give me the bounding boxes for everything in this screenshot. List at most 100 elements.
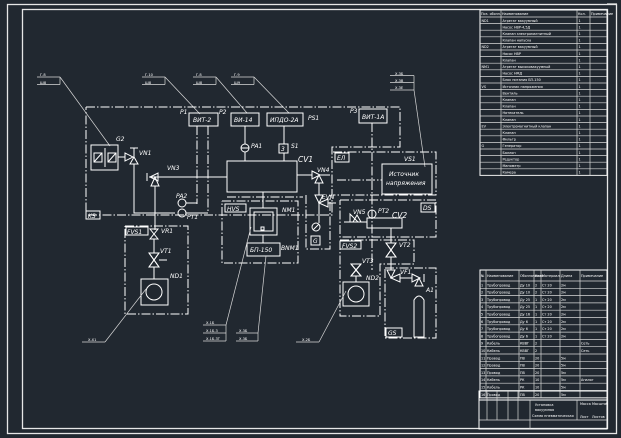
table-cell: 5м xyxy=(561,393,566,397)
table-cell: 1 xyxy=(579,45,581,49)
svg-text:P2: P2 xyxy=(219,109,227,116)
table-cell: 1 xyxy=(579,131,581,135)
table-cell: 1 xyxy=(579,151,581,155)
table-cell: 10 xyxy=(535,386,539,390)
table-cell: 15 xyxy=(481,386,485,390)
table-cell: Камера xyxy=(503,171,516,175)
table-cell: Ст 20 xyxy=(542,298,552,302)
svg-text:Масштаб: Масштаб xyxy=(592,402,608,406)
svg-text:Ш8: Ш8 xyxy=(40,81,47,85)
svg-text:Х.Х1: Х.Х1 xyxy=(88,338,96,342)
table-cell: 2 xyxy=(535,349,537,353)
table-cell: Кабель xyxy=(487,386,500,390)
table-cell: 16 xyxy=(481,393,485,397)
table-cell: Ду 25 xyxy=(520,305,530,309)
svg-text:Установка: Установка xyxy=(535,403,553,407)
table-cell: Ду 10 xyxy=(520,291,530,295)
table-cell: Фильтр xyxy=(503,138,516,142)
table-cell: КВВГ xyxy=(520,349,529,353)
svg-text:DS: DS xyxy=(423,205,432,212)
table-cell: 5м xyxy=(561,356,566,360)
table-cell: 1 xyxy=(579,32,581,36)
svg-text:G2: G2 xyxy=(116,136,125,143)
table-cell: Трубопровод xyxy=(486,291,511,295)
svg-text:Схема пневматическая: Схема пневматическая xyxy=(532,414,574,418)
svg-text:Г.8: Г.8 xyxy=(40,73,46,77)
table-header-cell: Наименование xyxy=(487,274,513,278)
table-cell: 1 xyxy=(535,305,537,309)
table-cell: 5м xyxy=(561,364,566,368)
gauge-pa1: PA1 xyxy=(240,143,262,161)
svg-text:Г.8: Г.8 xyxy=(196,73,202,77)
table-cell: 1 xyxy=(579,19,581,23)
table-cell: 1 xyxy=(579,58,581,62)
instrument-vit2: ВИТ-2 P1 P2 xyxy=(180,109,227,213)
table-cell: 2 xyxy=(535,342,537,346)
table-header-cell: Примечание xyxy=(591,12,613,16)
svg-text:ВИТ-2: ВИТ-2 xyxy=(193,117,211,124)
table-cell: Ст 20 xyxy=(542,313,552,317)
table-cell: Ст 20 xyxy=(542,291,552,295)
block-fvs1: FVS1 VR1 VT1 ND1 xyxy=(124,225,189,315)
table-header-cell: Материал xyxy=(542,274,560,278)
svg-text:Г.10: Г.10 xyxy=(145,73,154,77)
table-cell: VS xyxy=(482,85,486,89)
table-cell: Провод xyxy=(487,356,501,360)
table-cell: 1 xyxy=(579,85,581,89)
svg-text:ND1: ND1 xyxy=(170,273,183,280)
table-cell: Клапан xyxy=(503,58,516,62)
table-cell: 1 xyxy=(579,164,581,168)
table-cell: 2м xyxy=(561,298,566,302)
table-cell: Кабель xyxy=(487,378,500,382)
table-cell: 1 xyxy=(579,144,581,148)
svg-text:VF1: VF1 xyxy=(400,269,411,276)
table-cell: Трубопровод xyxy=(486,334,511,338)
svg-text:VN1: VN1 xyxy=(139,150,151,157)
table-cell: 6 xyxy=(481,320,483,324)
table-cell: 1 xyxy=(579,98,581,102)
svg-text:ВИ-14: ВИ-14 xyxy=(234,117,253,124)
svg-text:Ш8: Ш8 xyxy=(145,81,152,85)
table-header-cell: Длина xyxy=(561,274,572,278)
table-cell: Редуктор xyxy=(503,157,520,161)
table-cell: Провод xyxy=(487,364,501,368)
svg-text:Х.1Б: Х.1Б xyxy=(206,321,215,325)
table-cell: Агрегат вакуумный xyxy=(503,19,538,23)
table-cell: Ду 25 xyxy=(520,298,530,302)
table-cell: Ду 16 xyxy=(520,313,530,317)
table-cell: Клапан xyxy=(503,118,516,122)
table-cell: 1 xyxy=(579,52,581,56)
svg-text:Х.ЗВ: Х.ЗВ xyxy=(395,79,404,83)
table-cell: 4 xyxy=(481,305,483,309)
table-cell: Клапан xyxy=(503,98,516,102)
svg-text:Лист: Лист xyxy=(580,415,589,419)
table-cell: Ду 6 xyxy=(520,327,528,331)
table-cell: Трубопровод xyxy=(486,320,511,324)
table-cell: Клапан xyxy=(503,131,516,135)
table-cell: Трубопровод xyxy=(486,283,511,287)
svg-text:Х.2Б: Х.2Б xyxy=(302,338,311,342)
table-cell: 10 xyxy=(535,378,539,382)
callout-g2: Г.8 Ш8 xyxy=(37,73,111,147)
table-cell: Агрегат вакуумный xyxy=(503,45,538,49)
table-cell: Манометр xyxy=(503,164,521,168)
table-cell: 1 xyxy=(481,283,483,287)
table-cell: 1 xyxy=(579,72,581,76)
gauge-pa2: PA2 xyxy=(176,193,197,208)
table-cell: 1 xyxy=(579,118,581,122)
table-cell: 12 xyxy=(481,364,485,368)
table-cell: 5м xyxy=(561,378,566,382)
table-cell: Клапан xyxy=(503,105,516,109)
table-cell: 2м xyxy=(561,327,566,331)
block-ds: DS PT2 VN5 CV2 xyxy=(339,199,437,238)
svg-text:Ш9: Ш9 xyxy=(234,81,241,85)
svg-text:3: 3 xyxy=(281,146,285,153)
svg-text:Х.ЗЕ: Х.ЗЕ xyxy=(395,86,404,90)
svg-text:CV2: CV2 xyxy=(392,211,407,220)
svg-text:VT1: VT1 xyxy=(160,248,172,255)
table-cell: G xyxy=(482,144,485,148)
svg-text:S1: S1 xyxy=(291,143,299,150)
table-cell: EV xyxy=(482,124,487,128)
table-cell: 9 xyxy=(481,342,483,346)
svg-text:EVN: EVN xyxy=(322,194,335,201)
